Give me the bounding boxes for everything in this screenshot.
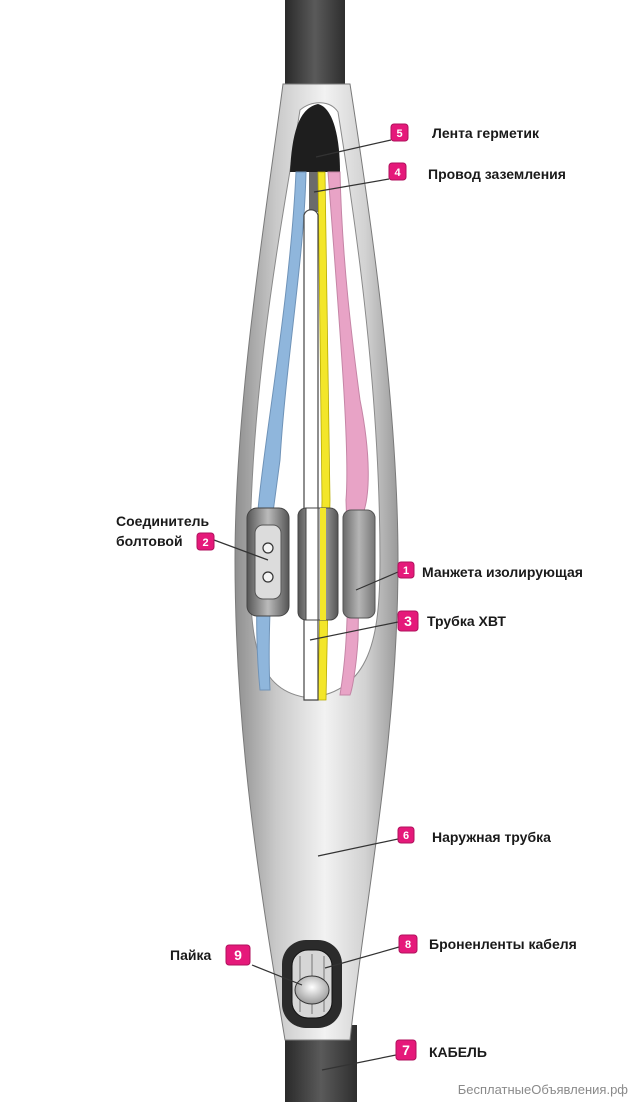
leader-4 [313, 178, 390, 193]
leader-7 [321, 1054, 397, 1071]
wire-connector-inner [305, 507, 319, 621]
badge-2-number: 2 [202, 537, 208, 549]
solder-point [294, 975, 330, 1005]
label-2-text-line1: Соединитель [116, 513, 210, 529]
leader-6 [317, 838, 399, 857]
badge-1 [397, 561, 415, 579]
leader-8 [324, 946, 400, 969]
label-8-text: Броненленты кабеля [429, 936, 577, 952]
label-6: 6 Наружная трубка [397, 826, 551, 845]
wire-connector-inner-yellow [320, 508, 326, 620]
label-4: 4 Провод заземления [388, 162, 566, 182]
label-2: Соединитель болтовой 2 [116, 513, 215, 551]
label-1: 1 Манжета изолирующая [397, 561, 583, 580]
badge-4 [388, 162, 407, 181]
badge-3 [397, 610, 419, 632]
leader-3 [309, 621, 399, 641]
badge-8-number: 8 [405, 939, 411, 951]
badge-7 [395, 1039, 417, 1061]
label-9: Пайка 9 [170, 944, 251, 966]
badge-9-number: 9 [234, 947, 242, 963]
bolt-connector-plate [254, 524, 282, 600]
badge-5 [390, 123, 409, 142]
label-3: 3 Трубка ХВТ [397, 610, 506, 632]
leader-9 [251, 964, 303, 986]
leader-2 [213, 539, 269, 561]
label-9-text: Пайка [170, 947, 211, 963]
wire-white [303, 209, 319, 701]
badge-6 [397, 826, 415, 844]
badge-8 [398, 934, 418, 954]
badge-5-number: 5 [396, 128, 402, 140]
bolt-head-bottom [262, 571, 274, 583]
bolt-head-top [262, 542, 274, 554]
watermark: БесплатныеОбъявления.рф [458, 1082, 629, 1097]
badge-1-number: 1 [403, 565, 409, 577]
label-5-text: Лента герметик [432, 125, 540, 141]
badge-4-number: 4 [394, 167, 401, 179]
insulating-cuff [342, 509, 376, 619]
leader-1 [355, 571, 399, 591]
cable-top [285, 0, 345, 95]
badge-2 [196, 532, 215, 551]
label-1-text: Манжета изолирующая [422, 564, 583, 580]
label-4-text: Провод заземления [428, 166, 566, 182]
badge-3-number: 3 [404, 613, 412, 629]
leader-5 [315, 139, 392, 158]
badge-9 [225, 944, 251, 966]
label-7-text: КАБЕЛЬ [429, 1044, 487, 1060]
label-5: 5 Лента герметик [390, 123, 540, 142]
label-3-text: Трубка ХВТ [427, 613, 506, 629]
label-2-text-line2: болтовой [116, 533, 183, 549]
badge-6-number: 6 [403, 830, 409, 842]
label-7: 7 КАБЕЛЬ [395, 1039, 487, 1061]
label-6-text: Наружная трубка [432, 829, 551, 845]
badge-7-number: 7 [402, 1042, 410, 1058]
label-8: 8 Броненленты кабеля [398, 934, 577, 954]
